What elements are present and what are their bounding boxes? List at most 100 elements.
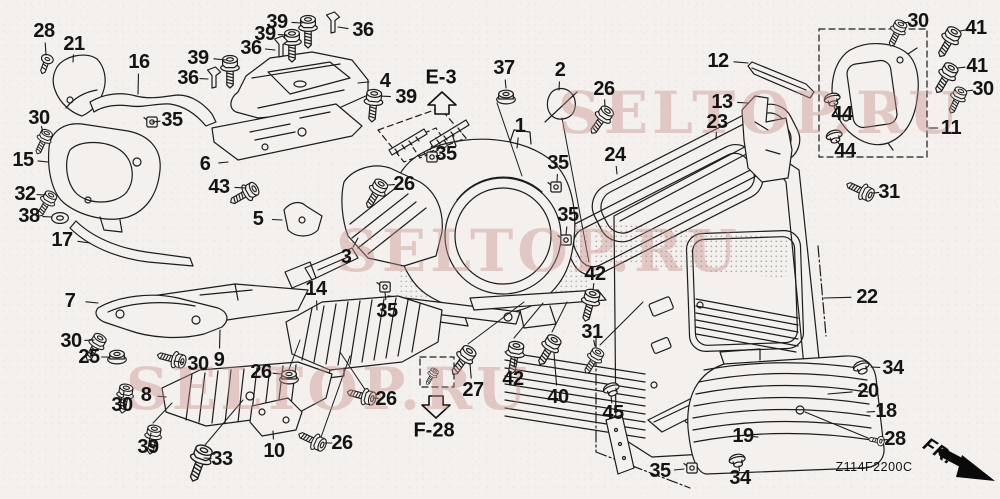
callout-42: 42: [584, 263, 606, 285]
callout-26: 26: [375, 388, 397, 410]
section-ref-f-28: F-28: [413, 419, 455, 442]
callout-24: 24: [604, 144, 626, 166]
leader-30: [40, 125, 44, 133]
ref-box-e3: [377, 107, 470, 163]
part-shroud-3: [284, 165, 443, 289]
section-ref-e-3: E-3: [425, 66, 457, 89]
callout-6: 6: [199, 153, 211, 175]
part-stay-7: [95, 294, 228, 339]
assembly-lines: [152, 102, 869, 446]
leader-39: [149, 432, 152, 440]
callout-26: 26: [593, 78, 615, 100]
callout-3: 3: [340, 246, 352, 268]
leader-30: [902, 21, 910, 24]
callout-35: 35: [435, 143, 457, 165]
callout-19: 19: [732, 425, 754, 447]
watermark-3: SELTOP.RU: [126, 355, 531, 423]
leader-43: [234, 186, 247, 189]
leader-6: [218, 161, 229, 164]
callout-16: 16: [128, 51, 150, 73]
leader-3: [352, 237, 359, 248]
part-bracket-5: [283, 201, 323, 237]
callout-45: 45: [602, 402, 624, 424]
leader-39: [291, 21, 303, 24]
callout-30: 30: [111, 394, 133, 416]
leader-42: [513, 357, 516, 368]
leader-44: [835, 139, 841, 145]
leader-40: [553, 352, 558, 386]
part-tray-4: [230, 51, 369, 119]
leader-45: [610, 395, 613, 404]
callout-39: 39: [137, 436, 159, 458]
part-shroud-15: [47, 123, 161, 233]
callout-2: 2: [554, 59, 566, 81]
leader-35: [565, 226, 568, 236]
leader-36: [337, 26, 349, 30]
callout-31: 31: [581, 321, 603, 343]
leader-35: [435, 154, 441, 157]
leader-13: [737, 101, 749, 104]
callout-28: 28: [33, 20, 55, 42]
callout-4: 4: [379, 70, 391, 92]
leader-35: [384, 291, 387, 301]
callout-44: 44: [834, 140, 856, 162]
leader-31: [593, 339, 596, 347]
leader-37: [504, 79, 507, 89]
leader-42: [592, 283, 595, 291]
leader-30: [122, 390, 125, 398]
leader-30: [173, 360, 185, 364]
section-arrow-e-3: [427, 91, 457, 115]
leader-35: [151, 120, 161, 123]
callout-11: 11: [940, 117, 962, 139]
callout-14: 14: [305, 278, 327, 300]
part-plate-6: [211, 103, 363, 161]
leader-30: [965, 89, 974, 92]
section-arrow-f-28: [421, 395, 451, 419]
leader-35: [673, 468, 685, 471]
callout-35: 35: [161, 109, 183, 131]
leader-lines: [36, 21, 974, 472]
leader-39: [213, 58, 227, 61]
leader-22: [823, 296, 852, 299]
leader-17: [77, 240, 91, 244]
part-strip-19: [605, 414, 635, 475]
callout-41: 41: [966, 55, 988, 77]
callout-26: 26: [250, 361, 272, 383]
leader-28: [44, 42, 47, 56]
callout-20: 20: [857, 380, 879, 402]
callout-8: 8: [140, 384, 152, 406]
leader-4: [357, 81, 370, 84]
leader-12: [733, 61, 749, 64]
leader-39: [379, 95, 391, 98]
leader-16: [137, 73, 140, 95]
part-strip-12: [747, 61, 815, 99]
part-fin-cover-14: [285, 295, 443, 379]
callout-39: 39: [266, 11, 288, 33]
part-plate-10: [249, 397, 303, 437]
callout-39: 39: [254, 23, 276, 45]
callout-26: 26: [393, 173, 415, 195]
callout-5: 5: [252, 208, 264, 230]
diagram-code: Z114F2200C: [835, 460, 913, 474]
part-panel-13: [741, 95, 793, 183]
leader-20: [827, 391, 853, 395]
callout-30: 30: [28, 107, 50, 129]
callout-41: 41: [965, 17, 987, 39]
part-fan-cover-1: [391, 129, 576, 329]
part-seal-2: [544, 87, 578, 123]
callout-34: 34: [882, 357, 904, 379]
callout-34: 34: [729, 467, 751, 489]
callout-22: 22: [856, 286, 878, 308]
callout-15: 15: [12, 149, 34, 171]
callout-26: 26: [331, 432, 353, 454]
callout-42: 42: [502, 368, 524, 390]
callout-39: 39: [187, 47, 209, 69]
callout-35: 35: [557, 204, 579, 226]
callout-35: 35: [547, 152, 569, 174]
callout-30: 30: [907, 10, 929, 32]
callout-30: 30: [187, 353, 209, 375]
callout-25: 25: [78, 346, 100, 368]
callout-27: 27: [462, 379, 484, 401]
